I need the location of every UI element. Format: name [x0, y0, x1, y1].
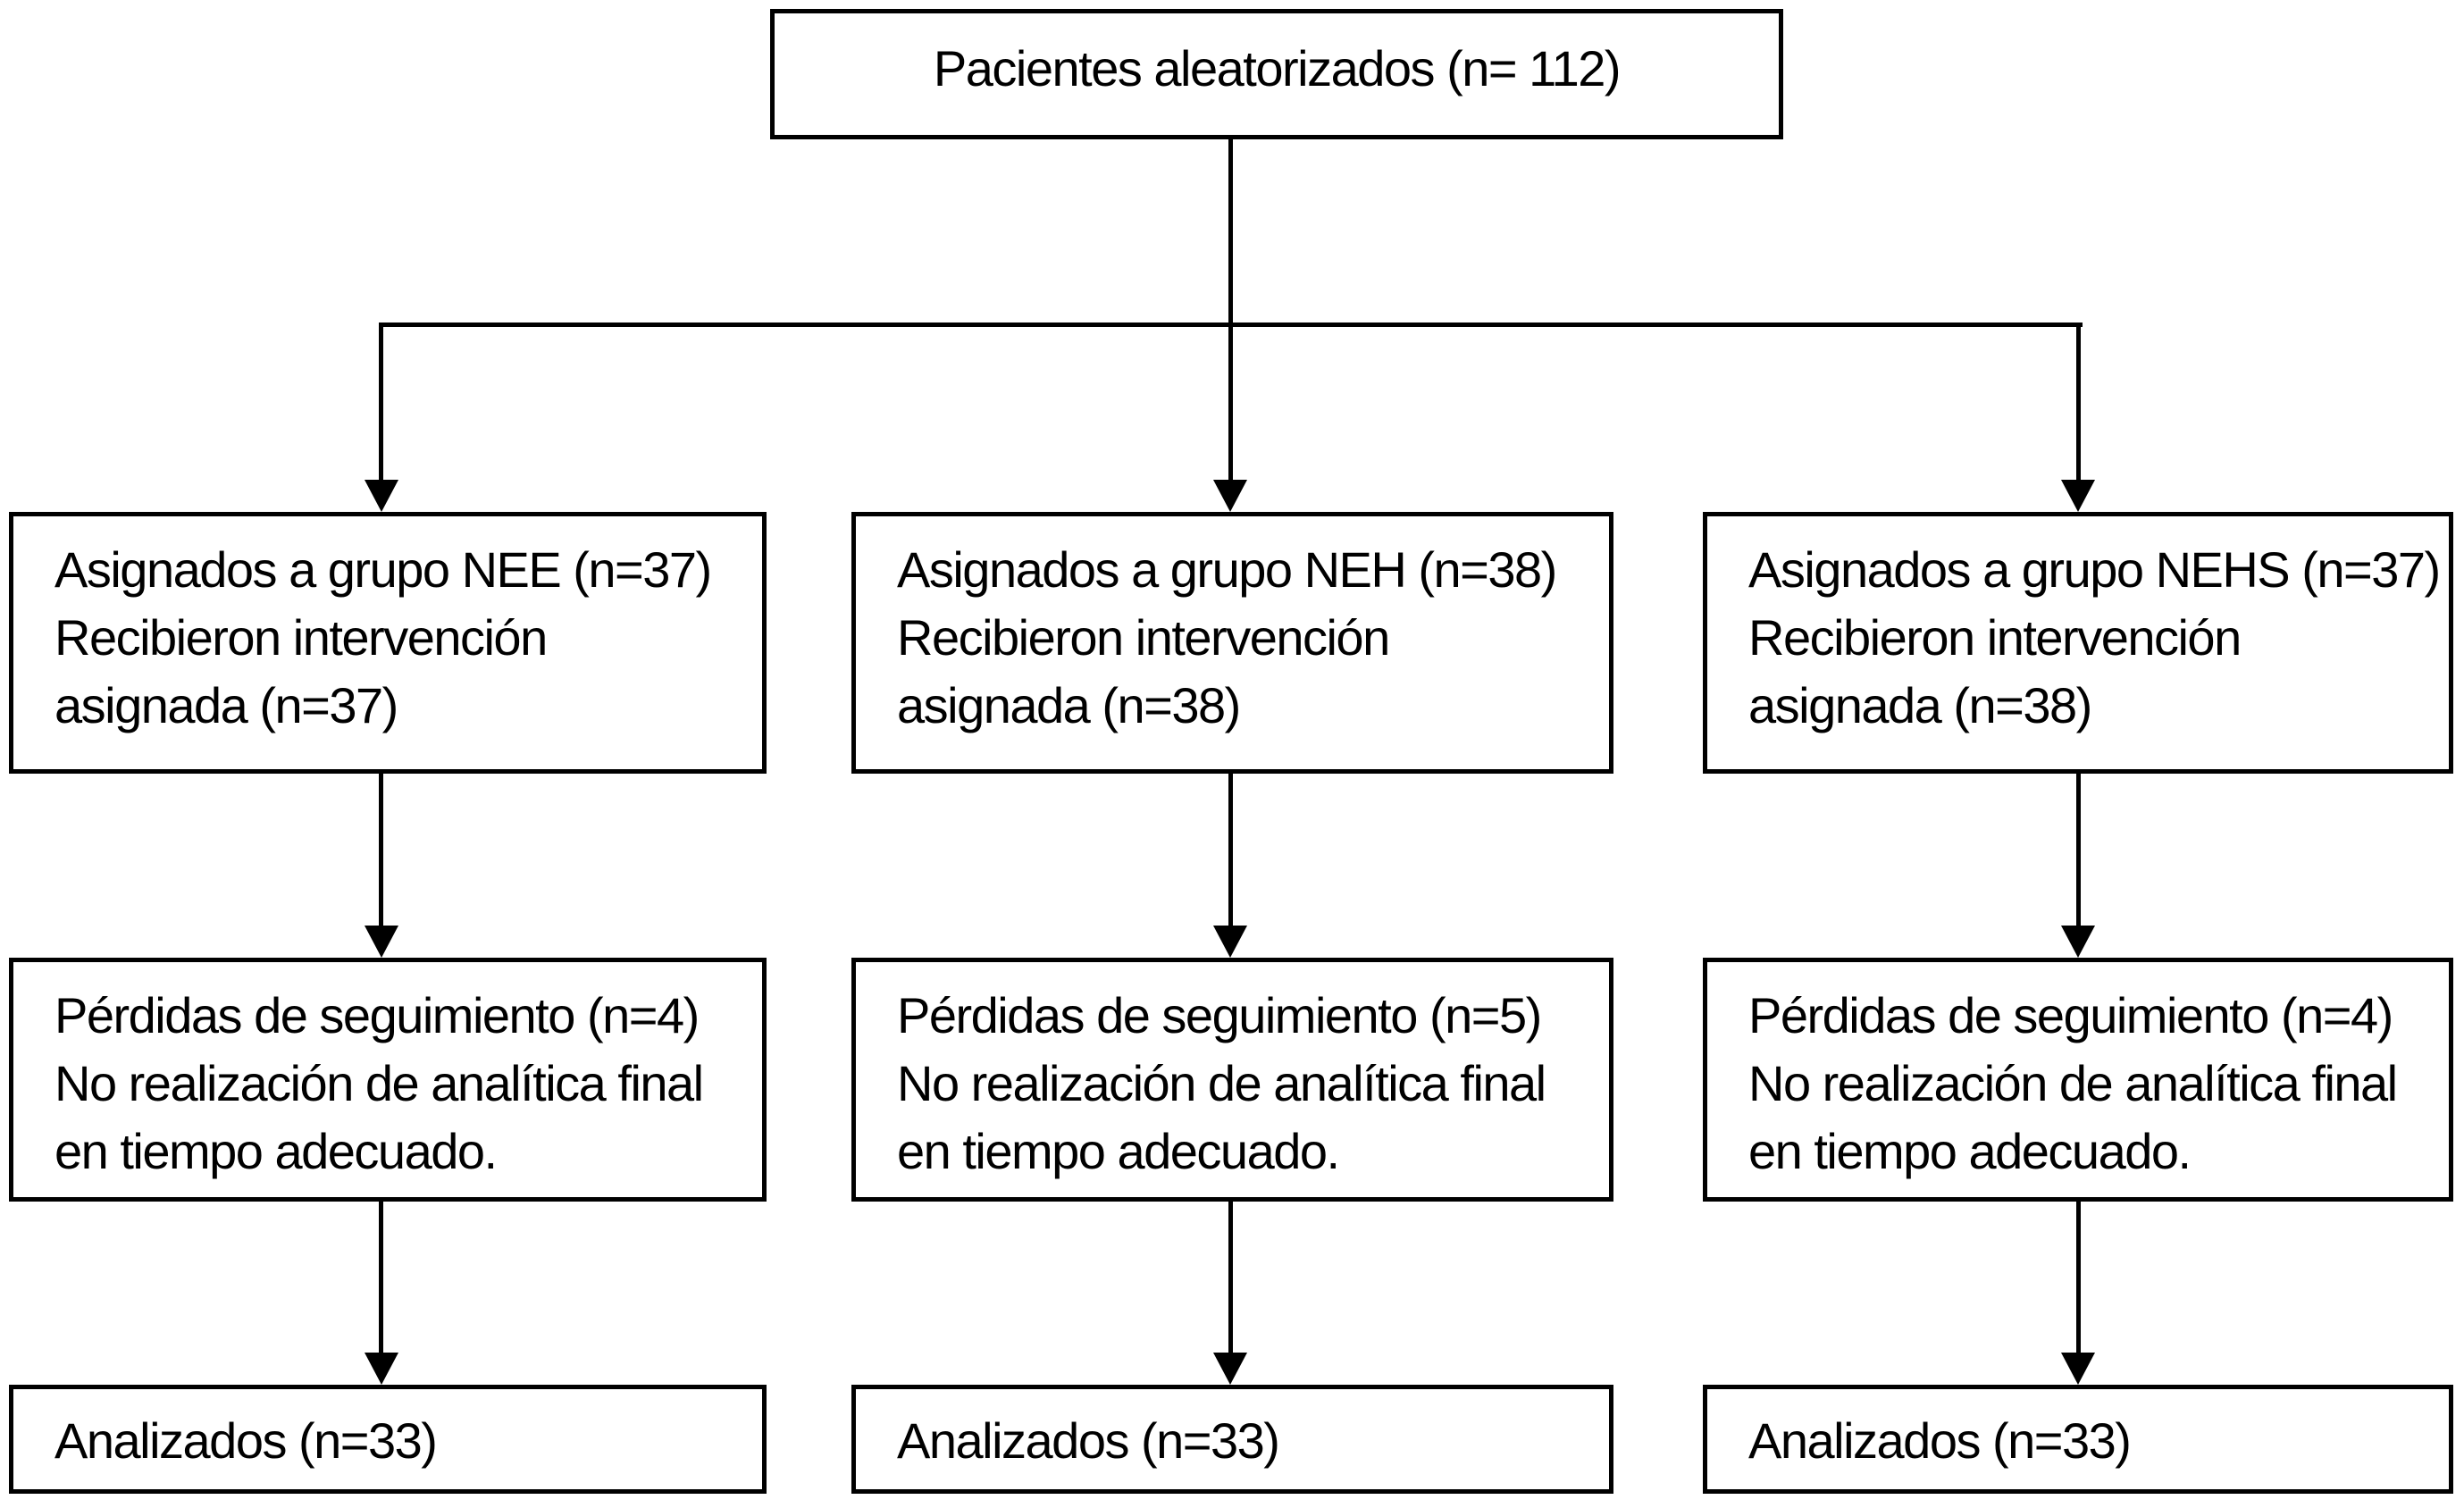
arrowhead-nehs-to-losses	[2061, 926, 2095, 958]
arrowhead-neh-to-analyzed	[1213, 1353, 1247, 1385]
connector-stem-top	[1228, 139, 1233, 324]
connector-drop-neh	[1228, 327, 1233, 480]
connector-drop-nehs	[2076, 323, 2081, 480]
assigned-nee-line-1: Asignados a grupo NEE (n=37)	[54, 541, 712, 598]
box-assigned-nehs: Asignados a grupo NEHS (n=37) Recibieron…	[1703, 512, 2453, 774]
arrowhead-drop-neh	[1213, 480, 1247, 512]
losses-nehs-line-1: Pérdidas de seguimiento (n=4)	[1748, 987, 2393, 1043]
arrowhead-drop-nee	[365, 480, 398, 512]
losses-nehs-line-3: en tiempo adecuado.	[1748, 1123, 2192, 1179]
connector-nee-to-analyzed	[379, 1202, 383, 1354]
arrowhead-nee-to-analyzed	[365, 1353, 398, 1385]
connector-neh-to-losses	[1228, 774, 1233, 927]
connector-branch-horizontal	[381, 323, 2083, 327]
arrowhead-nee-to-losses	[365, 926, 398, 958]
box-assigned-nee: Asignados a grupo NEE (n=37) Recibieron …	[9, 512, 767, 774]
losses-neh-line-1: Pérdidas de seguimiento (n=5)	[897, 987, 1542, 1043]
assigned-neh-line-2: Recibieron intervención	[897, 609, 1390, 666]
assigned-neh-line-1: Asignados a grupo NEH (n=38)	[897, 541, 1557, 598]
connector-neh-to-analyzed	[1228, 1202, 1233, 1354]
analyzed-nehs-text: Analizados (n=33)	[1748, 1412, 2132, 1469]
assigned-nehs-line-3: asignada (n=38)	[1748, 677, 2092, 733]
assigned-nee-line-3: asignada (n=37)	[54, 677, 398, 733]
box-randomized-patients: Pacientes aleatorizados (n= 112)	[770, 9, 1783, 139]
losses-nehs-line-2: No realización de analítica final	[1748, 1055, 2398, 1111]
box-analyzed-nee: Analizados (n=33)	[9, 1385, 767, 1494]
losses-nee-line-1: Pérdidas de seguimiento (n=4)	[54, 987, 700, 1043]
box-losses-nehs: Pérdidas de seguimiento (n=4) No realiza…	[1703, 958, 2453, 1202]
arrowhead-nehs-to-analyzed	[2061, 1353, 2095, 1385]
assigned-nehs-line-2: Recibieron intervención	[1748, 609, 2242, 666]
connector-nee-to-losses	[379, 774, 383, 927]
box-analyzed-neh: Analizados (n=33)	[851, 1385, 1613, 1494]
losses-nee-line-3: en tiempo adecuado.	[54, 1123, 498, 1179]
assigned-nee-line-2: Recibieron intervención	[54, 609, 548, 666]
losses-neh-line-2: No realización de analítica final	[897, 1055, 1546, 1111]
connector-nehs-to-analyzed	[2076, 1202, 2081, 1354]
analyzed-neh-text: Analizados (n=33)	[897, 1412, 1280, 1469]
box-losses-nee: Pérdidas de seguimiento (n=4) No realiza…	[9, 958, 767, 1202]
arrowhead-drop-nehs	[2061, 480, 2095, 512]
connector-drop-nee	[379, 323, 383, 480]
analyzed-nee-text: Analizados (n=33)	[54, 1412, 438, 1469]
connector-nehs-to-losses	[2076, 774, 2081, 927]
box-losses-neh: Pérdidas de seguimiento (n=5) No realiza…	[851, 958, 1613, 1202]
box-analyzed-nehs: Analizados (n=33)	[1703, 1385, 2453, 1494]
losses-neh-line-3: en tiempo adecuado.	[897, 1123, 1340, 1179]
randomized-patients-text: Pacientes aleatorizados (n= 112)	[933, 40, 1622, 96]
losses-nee-line-2: No realización de analítica final	[54, 1055, 704, 1111]
assigned-neh-line-3: asignada (n=38)	[897, 677, 1241, 733]
arrowhead-neh-to-losses	[1213, 926, 1247, 958]
box-assigned-neh: Asignados a grupo NEH (n=38) Recibieron …	[851, 512, 1613, 774]
assigned-nehs-line-1: Asignados a grupo NEHS (n=37)	[1748, 541, 2441, 598]
